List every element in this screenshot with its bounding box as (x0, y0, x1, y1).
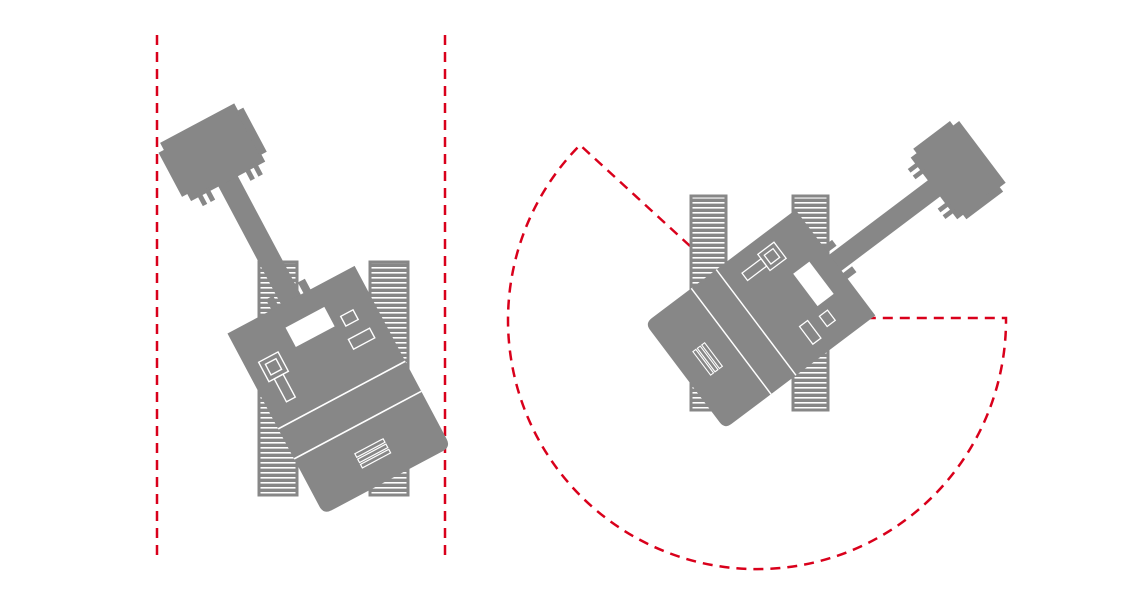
full-swing-panel (506, 98, 1024, 571)
swing-radius-boundary (506, 143, 1008, 571)
confined-width-panel (132, 35, 452, 556)
